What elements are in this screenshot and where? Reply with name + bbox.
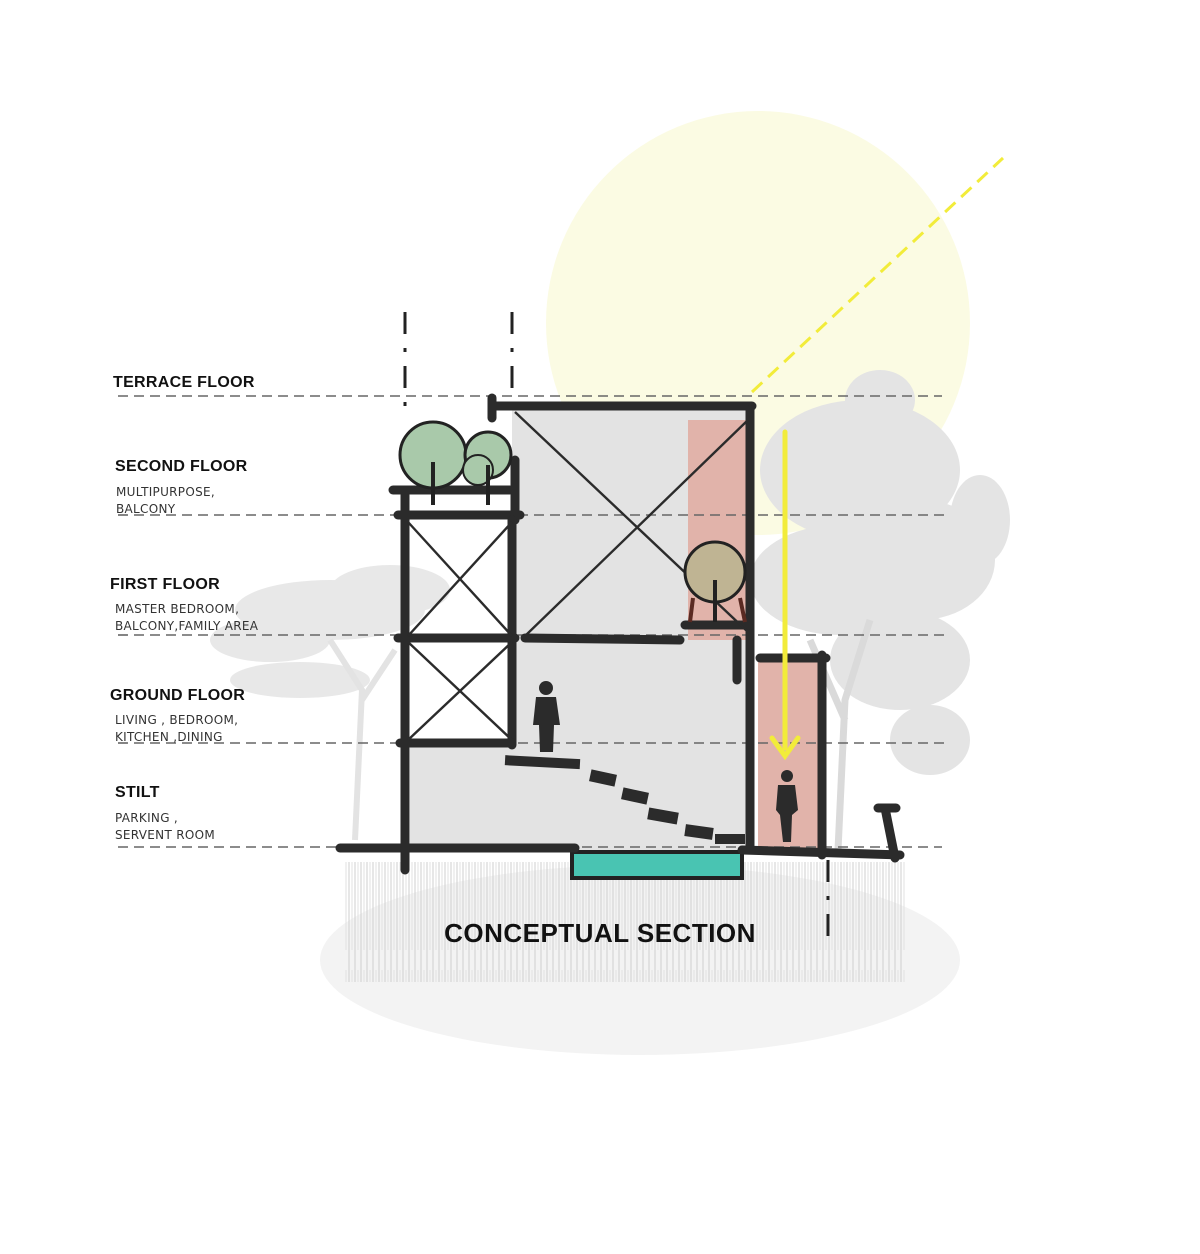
level-desc-first: MASTER BEDROOM, BALCONY,FAMILY AREA bbox=[115, 601, 258, 635]
balcony-trees bbox=[398, 420, 747, 623]
level-desc-line: BALCONY,FAMILY AREA bbox=[115, 619, 259, 633]
pool bbox=[570, 850, 744, 880]
background-tree-left bbox=[210, 565, 450, 841]
ground-hatch bbox=[345, 862, 905, 982]
diagram-title: CONCEPTUAL SECTION bbox=[444, 918, 756, 948]
level-desc-line: LIVING , BEDROOM, bbox=[115, 713, 239, 727]
level-desc-line: SERVENT ROOM bbox=[115, 828, 215, 842]
level-desc-line: MASTER BEDROOM, bbox=[115, 602, 240, 616]
level-title-ground: GROUND FLOOR bbox=[110, 687, 246, 704]
sun-light-arrow bbox=[769, 429, 801, 761]
level-title-stilt: STILT bbox=[115, 784, 160, 801]
background-tree-right bbox=[750, 370, 1010, 851]
level-lines bbox=[118, 395, 948, 848]
level-desc-ground: LIVING , BEDROOM, KITCHEN ,DINING bbox=[115, 712, 238, 746]
level-desc-line: KITCHEN ,DINING bbox=[115, 730, 223, 744]
level-title-first: FIRST FLOOR bbox=[110, 576, 220, 593]
light-well bbox=[688, 420, 748, 640]
human-figures bbox=[533, 681, 798, 842]
structure bbox=[335, 393, 905, 875]
level-title-terrace: TERRACE FLOOR bbox=[113, 374, 255, 391]
level-desc-line: PARKING , bbox=[115, 811, 179, 825]
level-desc-line: BALCONY bbox=[116, 502, 176, 516]
level-desc-stilt: PARKING , SERVENT ROOM bbox=[115, 810, 215, 844]
interior-space bbox=[410, 410, 750, 850]
axis-lines bbox=[403, 312, 830, 940]
sun-ray bbox=[750, 156, 1005, 394]
level-desc-second: MULTIPURPOSE, BALCONY bbox=[116, 484, 215, 518]
staircase bbox=[504, 755, 745, 844]
level-desc-line: MULTIPURPOSE, bbox=[116, 485, 215, 499]
level-title-second: SECOND FLOOR bbox=[115, 458, 248, 475]
